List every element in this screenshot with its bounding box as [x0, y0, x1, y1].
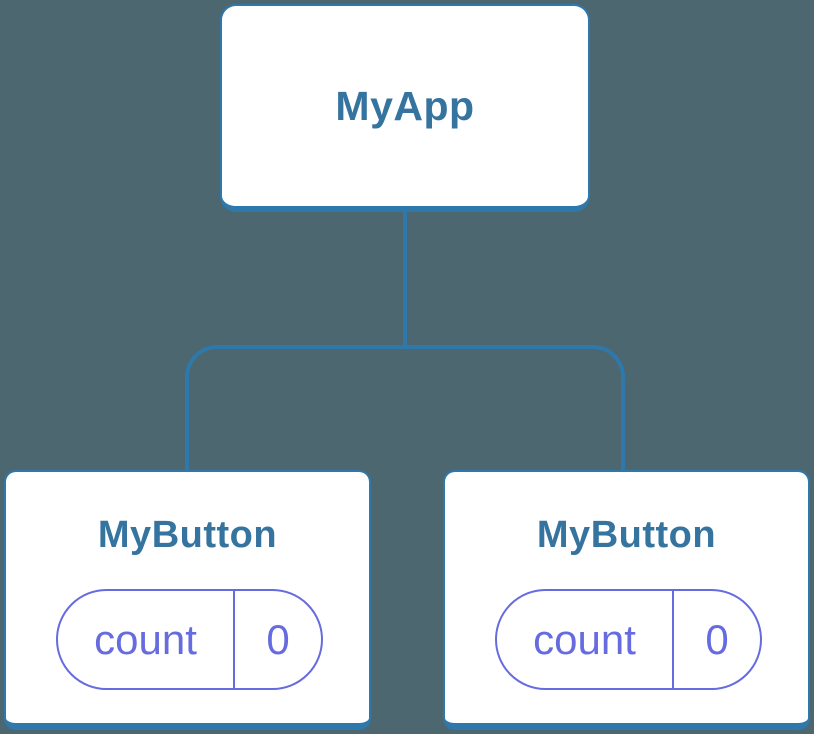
node-myapp-label: MyApp — [335, 82, 475, 129]
state-name: count — [58, 591, 235, 688]
connector-bracket — [185, 345, 625, 470]
node-mybutton-1: MyButton count 0 — [4, 470, 371, 730]
state-value: 0 — [705, 615, 729, 663]
connector-stem — [403, 212, 407, 345]
node-myapp: MyApp — [220, 4, 590, 212]
node-mybutton-2: MyButton count 0 — [443, 470, 810, 730]
node-mybutton-2-label: MyButton — [536, 514, 717, 556]
state-name: count — [497, 591, 674, 688]
state-pill: count 0 — [495, 589, 762, 690]
node-mybutton-1-label: MyButton — [97, 514, 278, 556]
state-pill: count 0 — [56, 589, 323, 690]
state-value: 0 — [266, 615, 290, 663]
